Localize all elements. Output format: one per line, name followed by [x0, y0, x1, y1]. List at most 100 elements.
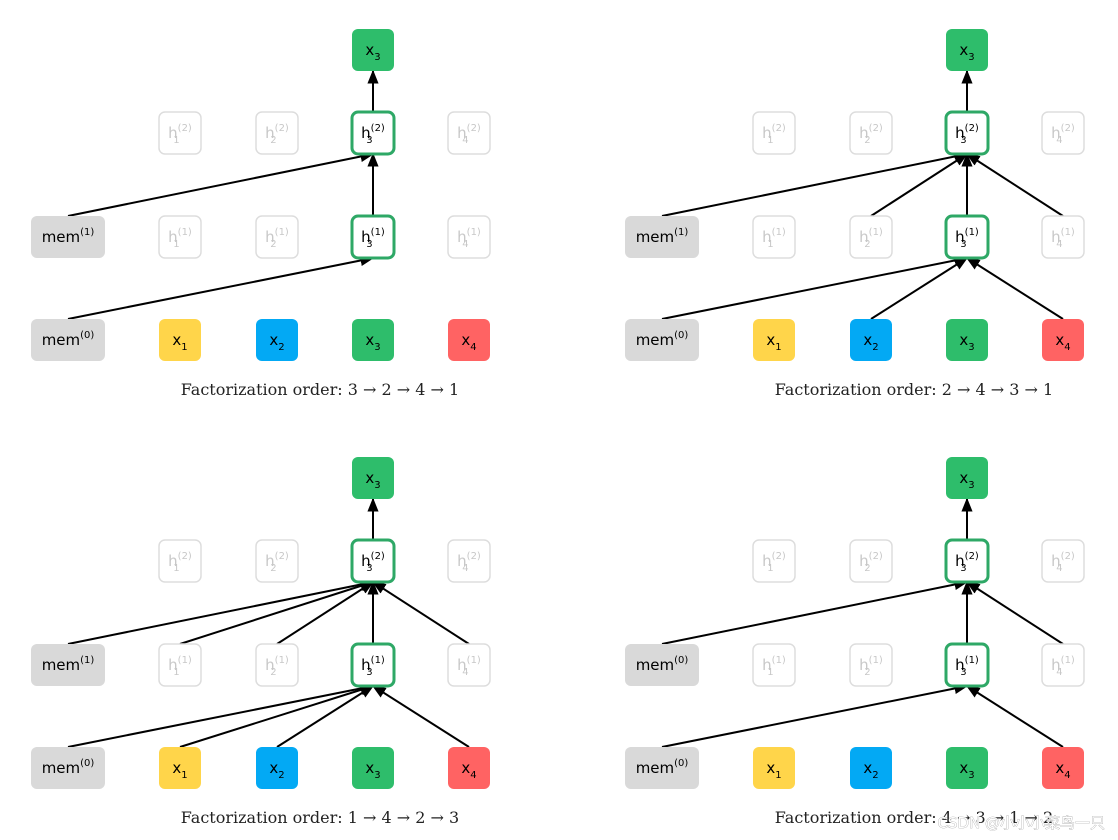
input-x3-label: x3: [959, 331, 974, 353]
input-x4-box: [1042, 747, 1084, 789]
hidden-layer1-h4-box: [1041, 643, 1085, 687]
mem-bottom-box: [625, 319, 699, 361]
hidden-layer2-h1-label: h(2)1: [168, 551, 192, 574]
input-x3-box: [352, 747, 394, 789]
input-x2-label: x2: [269, 759, 284, 781]
hidden-layer1-h1-label: h(1)1: [762, 227, 786, 250]
input-x4-label: x4: [461, 331, 476, 353]
panel-caption: Factorization order: 2 → 4 → 3 → 1: [775, 380, 1053, 399]
hidden-layer2-h4-box: [1041, 539, 1085, 583]
mem-top-label: mem(1): [636, 227, 689, 246]
hidden-layer1-h2-box: [255, 215, 299, 259]
hidden-layer1-h1-box: [158, 215, 202, 259]
hidden-layer2-h1-box: [158, 111, 202, 155]
input-x1-label: x1: [172, 331, 187, 353]
hidden-layer2-h1-label: h(2)1: [762, 123, 786, 146]
hidden-layer2-h2-box: [849, 539, 893, 583]
input-x4-box: [1042, 319, 1084, 361]
panel-caption: Factorization order: 1 → 4 → 2 → 3: [181, 808, 459, 827]
output-x3-label: x3: [959, 469, 974, 491]
mem-top-label: mem(1): [42, 655, 95, 674]
input-x4-label: x4: [1055, 759, 1070, 781]
panel-caption: Factorization order: 4 → 3 → 1 → 2: [775, 808, 1053, 827]
hidden-layer2-h1-label: h(2)1: [168, 123, 192, 146]
hidden-layer2-h3-box: [350, 110, 396, 156]
hidden-layer1-h2-label: h(1)2: [859, 227, 883, 250]
hidden-layer2-h4-box: [447, 539, 491, 583]
mem-bottom-box: [31, 319, 105, 361]
mem-bottom-box: [625, 747, 699, 789]
hidden-layer1-h4-label: h(1)4: [457, 227, 481, 250]
input-x3-box: [946, 319, 988, 361]
hidden-layer2-h4-box: [447, 111, 491, 155]
arrow-to-h3-layer2: [67, 579, 375, 645]
input-x1-label: x1: [766, 759, 781, 781]
hidden-layer2-h2-box: [255, 539, 299, 583]
input-x1-label: x1: [172, 759, 187, 781]
input-x1-box: [753, 319, 795, 361]
arrow-to-h3-layer2: [661, 151, 969, 217]
hidden-layer1-h2-label: h(1)2: [859, 655, 883, 678]
hidden-layer1-h3-box: [350, 642, 396, 688]
hidden-layer1-h4-label: h(1)4: [457, 655, 481, 678]
hidden-layer1-h3-box: [944, 642, 990, 688]
arrow-to-h3-layer2: [965, 153, 1064, 217]
arrow-to-h3-layer2: [661, 579, 969, 645]
hidden-layer1-h1-label: h(1)1: [168, 655, 192, 678]
arrow-to-h3-layer1: [371, 685, 470, 748]
hidden-layer1-h1-box: [752, 643, 796, 687]
input-x2-label: x2: [269, 331, 284, 353]
hidden-layer1-h4-label: h(1)4: [1051, 227, 1075, 250]
hidden-layer1-h2-label: h(1)2: [265, 227, 289, 250]
watermark-text: CSDN @小小小菜鸟一只: [937, 814, 1105, 832]
hidden-layer2-h1-box: [158, 539, 202, 583]
arrow-to-h3-layer1: [179, 684, 375, 748]
mem-top-box: [625, 216, 699, 258]
arrow-to-h3-layer1: [661, 682, 969, 748]
hidden-layer2-h1-box: [752, 539, 796, 583]
hidden-layer2-h4-label: h(2)4: [457, 551, 481, 574]
hidden-layer1-h2-label: h(1)2: [265, 655, 289, 678]
output-x3-box: [352, 457, 394, 499]
hidden-layer2-h4-label: h(2)4: [457, 123, 481, 146]
arrow-to-h3-layer2: [965, 581, 1064, 645]
hidden-layer2-h3-label: h(2)3: [955, 551, 979, 574]
input-x1-box: [159, 747, 201, 789]
hidden-layer1-h4-label: h(1)4: [1051, 655, 1075, 678]
hidden-layer2-h3-box: [350, 538, 396, 584]
hidden-layer2-h3-box: [944, 110, 990, 156]
arrow-to-h3-layer1: [67, 254, 375, 320]
input-x3-label: x3: [365, 331, 380, 353]
hidden-layer2-h2-label: h(2)2: [859, 551, 883, 574]
input-x4-box: [448, 319, 490, 361]
hidden-layer1-h1-box: [158, 643, 202, 687]
hidden-layer1-h1-label: h(1)1: [168, 227, 192, 250]
hidden-layer1-h3-box: [944, 214, 990, 260]
input-x4-label: x4: [1055, 331, 1070, 353]
hidden-layer1-h2-box: [849, 643, 893, 687]
arrow-to-h3-layer1: [870, 257, 969, 320]
hidden-layer1-h3-box: [350, 214, 396, 260]
mem-top-label: mem(1): [42, 227, 95, 246]
mem-bottom-label: mem(0): [636, 330, 689, 349]
input-x1-box: [753, 747, 795, 789]
arrow-to-h3-layer2: [870, 153, 969, 217]
arrow-to-h3-layer2: [371, 581, 470, 645]
mem-top-box: [31, 216, 105, 258]
input-x3-label: x3: [365, 759, 380, 781]
input-x3-box: [946, 747, 988, 789]
output-x3-box: [946, 457, 988, 499]
mem-top-box: [31, 644, 105, 686]
arrow-to-h3-layer1: [965, 257, 1064, 320]
input-x2-label: x2: [863, 759, 878, 781]
input-x4-box: [448, 747, 490, 789]
hidden-layer1-h2-box: [255, 643, 299, 687]
output-x3-box: [946, 29, 988, 71]
hidden-layer2-h2-label: h(2)2: [265, 123, 289, 146]
hidden-layer2-h2-box: [849, 111, 893, 155]
hidden-layer1-h2-box: [849, 215, 893, 259]
hidden-layer1-h4-box: [447, 215, 491, 259]
hidden-layer2-h3-box: [944, 538, 990, 584]
